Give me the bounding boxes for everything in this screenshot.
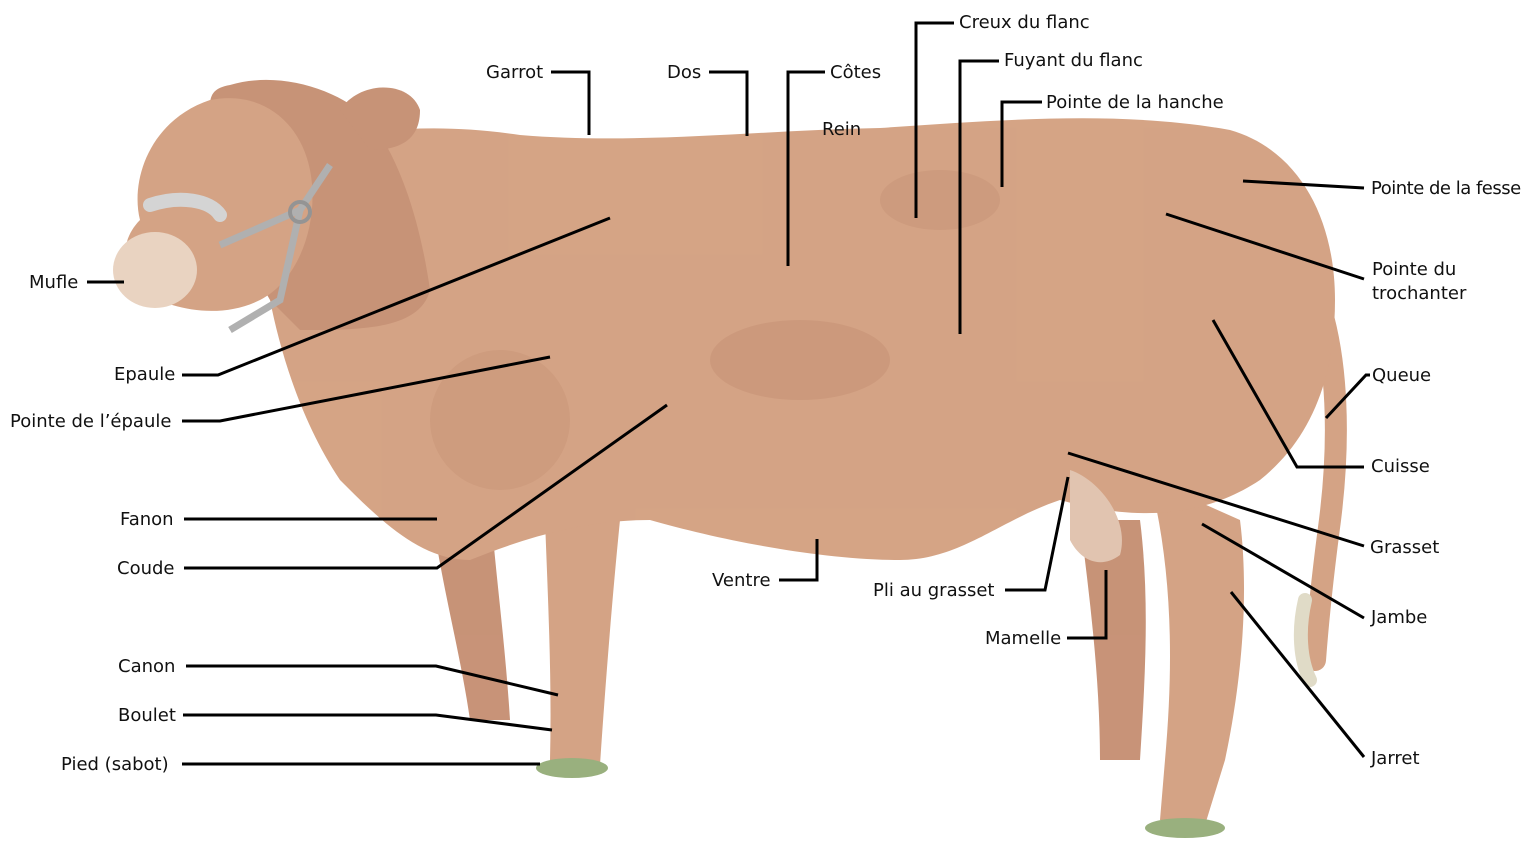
label-cotes: Côtes: [830, 62, 881, 84]
leader-dos: [709, 72, 747, 136]
label-canon: Canon: [118, 656, 175, 678]
label-cuisse: Cuisse: [1371, 456, 1430, 478]
label-boulet: Boulet: [118, 705, 176, 727]
label-grasset: Grasset: [1370, 537, 1439, 559]
label-pli-grasset: Pli au grasset: [873, 580, 994, 602]
label-pointe-epaule: Pointe de l’épaule: [10, 411, 171, 433]
label-dos: Dos: [667, 62, 701, 84]
label-queue: Queue: [1372, 365, 1431, 387]
cow-icon: [113, 80, 1336, 838]
label-jarret: Jarret: [1371, 748, 1420, 770]
label-creux-flanc: Creux du flanc: [959, 12, 1090, 34]
label-jambe: Jambe: [1371, 607, 1427, 629]
label-mamelle: Mamelle: [985, 628, 1061, 650]
label-pointe-fesse: Pointe de la fesse: [1371, 178, 1521, 200]
label-epaule: Epaule: [114, 364, 175, 386]
label-rein: Rein: [822, 119, 861, 141]
label-pointe-hanche: Pointe de la hanche: [1046, 92, 1224, 114]
label-garrot: Garrot: [486, 62, 543, 84]
leader-garrot: [551, 72, 589, 135]
label-coude: Coude: [117, 558, 175, 580]
label-fanon: Fanon: [120, 509, 174, 531]
label-mufle: Mufle: [29, 272, 78, 294]
label-ventre: Ventre: [712, 570, 771, 592]
label-fuyant-flanc: Fuyant du flanc: [1004, 50, 1143, 72]
label-pointe-trochanter: Pointe du trochanter: [1372, 258, 1466, 306]
label-pied: Pied (sabot): [61, 754, 169, 776]
